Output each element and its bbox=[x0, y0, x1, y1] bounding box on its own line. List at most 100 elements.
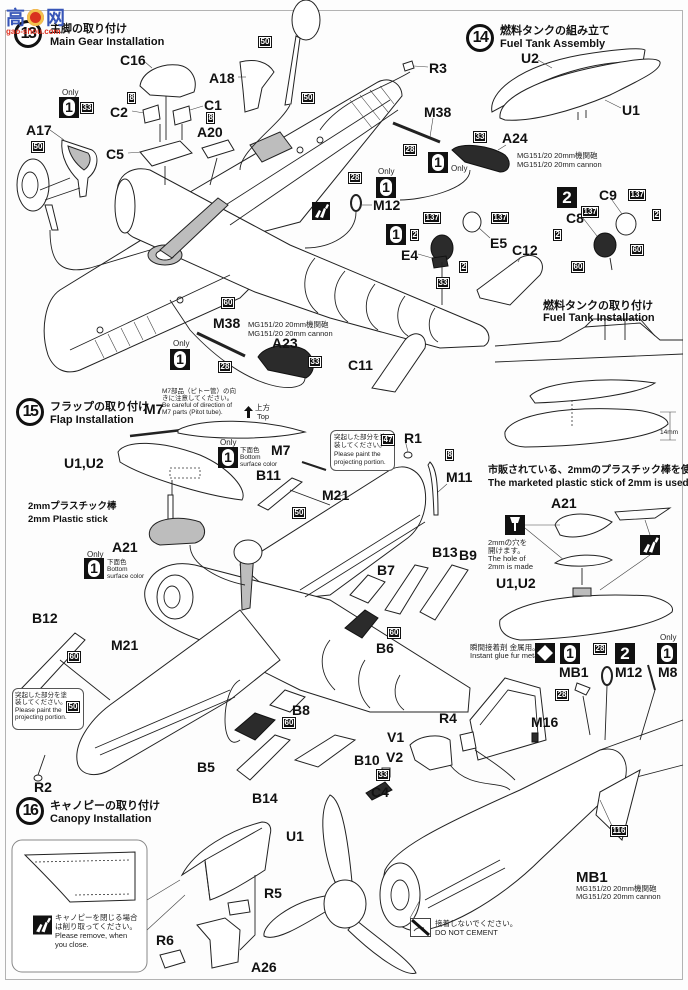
flap-line bbox=[94, 315, 157, 359]
cannon-note-ja: MG151/20 20mm機関砲 bbox=[248, 320, 329, 329]
paint-code-badge: 33 bbox=[80, 102, 94, 114]
gear-wheel-top-step15 bbox=[233, 539, 263, 565]
bottom-color-en: surface color bbox=[107, 573, 145, 580]
fuselage-ring-line bbox=[365, 283, 379, 331]
paint-projection-line: Please paint the bbox=[334, 451, 381, 458]
tailplane-c12 bbox=[476, 254, 543, 306]
tail-fin bbox=[595, 769, 641, 841]
fuselage-ring-line bbox=[358, 659, 371, 709]
quantity-badge-e4: 1 bbox=[386, 224, 406, 245]
wing-section-top bbox=[177, 420, 307, 439]
part-r6 bbox=[159, 949, 186, 969]
a21-detail-view bbox=[499, 507, 674, 641]
part-label-c12: C12 bbox=[512, 242, 538, 258]
fuselage-ring-line bbox=[428, 307, 439, 343]
quantity-value: 1 bbox=[661, 645, 673, 662]
flap-b9 bbox=[419, 564, 469, 621]
leader-line bbox=[537, 59, 553, 69]
canopy-remove-note-line: は削り取ってください。 bbox=[55, 922, 137, 931]
right-wing-underside bbox=[183, 79, 403, 233]
canopy-frame-detail bbox=[23, 851, 136, 903]
hole-note-line: 開けます。 bbox=[488, 546, 525, 555]
quantity-value: 1 bbox=[174, 351, 186, 368]
quantity-value: 1 bbox=[63, 99, 75, 116]
part-label-m11: M11 bbox=[446, 469, 473, 485]
part-m8 bbox=[647, 664, 656, 691]
hole-note-line: 2mmの穴を bbox=[488, 538, 528, 547]
assembly-arrow bbox=[609, 257, 613, 271]
engine-front-hub bbox=[390, 879, 410, 911]
part-label-r2: R2 bbox=[34, 779, 52, 795]
part-b5 bbox=[234, 712, 276, 741]
watermark-char-right: 网 bbox=[46, 7, 66, 29]
assembly-arrow bbox=[582, 685, 656, 741]
leader-line bbox=[604, 99, 622, 109]
part-e5 bbox=[462, 211, 482, 233]
paint-code-badge: 33 bbox=[376, 769, 390, 781]
flap-tank-u1u2 bbox=[117, 442, 244, 501]
paint-code-badge: 50 bbox=[292, 507, 306, 519]
top-direction-ja: 上方 bbox=[255, 403, 270, 412]
quantity-value: 1 bbox=[88, 560, 100, 577]
up-arrow-icon bbox=[244, 406, 253, 418]
part-label-b6: B6 bbox=[376, 640, 394, 656]
assembly-arrow bbox=[164, 157, 218, 186]
step-15-title-ja: フラップの取り付け bbox=[50, 401, 149, 413]
do-not-cement-ja: 接着しないでください。 bbox=[435, 919, 518, 928]
pitot-tube-m7-wing bbox=[301, 461, 327, 471]
paint-code-badge: 60 bbox=[387, 627, 401, 639]
part-b6 bbox=[344, 609, 379, 639]
paint-code-badge: 137 bbox=[490, 212, 510, 224]
cannon-note-ja: MG151/20 20mm機関砲 bbox=[517, 151, 598, 160]
assembly-arrow bbox=[224, 679, 241, 743]
step-13-title-en: Main Gear Installation bbox=[50, 36, 165, 48]
paint-code-badge: 60 bbox=[221, 297, 235, 309]
part-label-a26: A26 bbox=[251, 959, 277, 975]
part-label-m38-top: M38 bbox=[424, 104, 452, 120]
rivet-hole bbox=[316, 136, 324, 144]
part-label-r1: R1 bbox=[404, 430, 422, 446]
propeller-blade-left bbox=[263, 895, 326, 938]
step-16-number: 16 bbox=[16, 797, 44, 825]
part-label-m16: M16 bbox=[531, 714, 559, 730]
rivet-hole bbox=[176, 296, 184, 304]
part-m11 bbox=[427, 461, 439, 516]
quantity-badge-m12-bottom: 2 bbox=[615, 643, 635, 664]
pitot-note-line: M7 parts (Pitot tube). bbox=[162, 409, 223, 416]
part-label-b7: B7 bbox=[377, 562, 395, 578]
part-label-m7-wing: M7 bbox=[271, 442, 291, 458]
wheel-well-right bbox=[249, 131, 293, 163]
main-wheel-left bbox=[16, 158, 50, 212]
fuselage-ring-line bbox=[394, 674, 405, 711]
part-label-m21-lower: M21 bbox=[111, 637, 139, 653]
leader-line bbox=[329, 493, 346, 501]
part-label-b8: B8 bbox=[292, 702, 310, 718]
bottom-color-en: surface color bbox=[240, 461, 278, 468]
part-label-m38-lower: M38 bbox=[213, 315, 241, 331]
cut-off-icon bbox=[640, 535, 660, 555]
step-14-title-ja: 燃料タンクの組み立て bbox=[500, 25, 610, 37]
leader-line bbox=[49, 129, 65, 141]
paint-code-badge: 8 bbox=[126, 92, 137, 104]
part-label-m21-top: M21 bbox=[322, 487, 350, 503]
part-m16 bbox=[531, 732, 539, 743]
assembly-arrow bbox=[304, 211, 357, 249]
paint-code-badge: 28 bbox=[218, 361, 232, 373]
gun-barrel-m38-lower bbox=[196, 331, 246, 358]
part-label-v2: V2 bbox=[386, 749, 404, 765]
assembly-arrow bbox=[59, 659, 111, 701]
leader-line bbox=[599, 799, 613, 827]
paint-code-badge: 137 bbox=[422, 212, 442, 224]
wing-section bbox=[529, 379, 657, 404]
part-c1 bbox=[172, 105, 192, 126]
quantity-value: 2 bbox=[620, 644, 630, 663]
part-label-a18: A18 bbox=[209, 70, 235, 86]
part-b8 bbox=[269, 689, 306, 713]
quantity-badge-m38-a24: 1 bbox=[428, 152, 448, 173]
leader-line bbox=[437, 483, 448, 493]
fuel-tank-installation-view bbox=[494, 318, 684, 448]
part-label-u2: U2 bbox=[521, 50, 539, 66]
canopy-frame-inner bbox=[479, 689, 539, 736]
fuselage-step15 bbox=[144, 563, 471, 713]
bottom-color-ja: 下面色 bbox=[107, 559, 127, 566]
